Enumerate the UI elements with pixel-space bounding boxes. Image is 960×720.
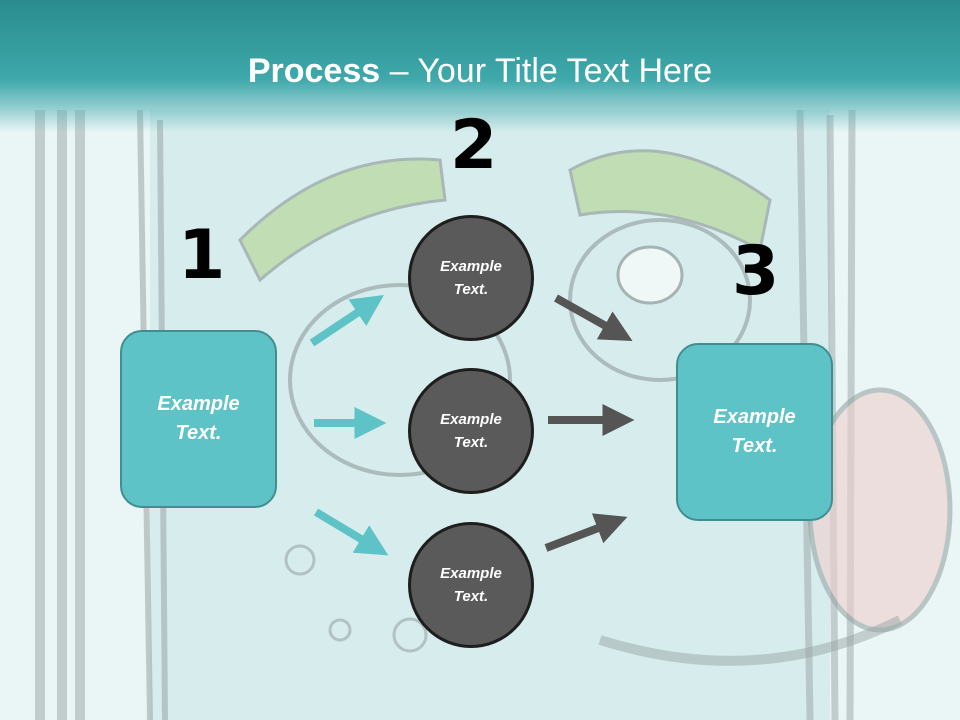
arrow-from-circle-1 <box>554 294 633 342</box>
title-rest: – Your Title Text Here <box>380 52 713 90</box>
circle-3-line1: Example <box>440 564 502 582</box>
slide-title: Process – Your Title Text Here <box>0 52 960 91</box>
step-number-2: 2 <box>450 106 498 185</box>
left-box-line1: Example <box>157 393 240 415</box>
step-number-1: 1 <box>178 216 226 295</box>
circle-1-line1: Example <box>440 257 502 275</box>
circle-3-line2: Text. <box>453 588 489 605</box>
title-bar <box>0 0 960 132</box>
circle-2-line1: Example <box>440 410 502 428</box>
title-bold: Process <box>247 52 381 90</box>
arrow-to-circle-1 <box>309 295 384 347</box>
right-box-line1: Example <box>713 406 796 428</box>
right-box-line2: Text. <box>731 435 778 457</box>
circle-2-line2: Text. <box>453 434 489 451</box>
step-number-3: 3 <box>732 232 780 311</box>
left-box-line2: Text. <box>175 422 222 444</box>
arrow-to-circle-3 <box>313 508 389 556</box>
arrow-from-circle-3 <box>544 513 628 552</box>
circle-1-line2: Text. <box>453 281 489 298</box>
